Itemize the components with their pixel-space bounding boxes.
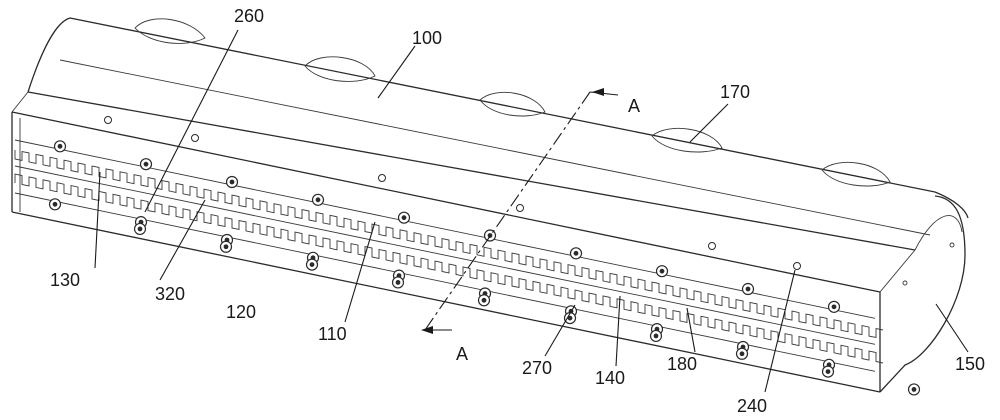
center-rail [14, 165, 876, 345]
end-cap [879, 195, 966, 393]
label-140: 140 [595, 368, 625, 388]
bolt-upper-head [143, 161, 149, 167]
label-260: 260 [234, 6, 264, 26]
front-plate [11, 91, 916, 393]
label-170: 170 [720, 82, 750, 102]
section-label-top: A [628, 96, 640, 116]
comb-strip-upper [14, 150, 884, 339]
bolt-lower-offset-head [137, 226, 143, 232]
label-180: 180 [667, 354, 697, 374]
bolt-lower-offset-head [481, 297, 487, 303]
label-110: 110 [318, 324, 347, 344]
bolt-upper-head [745, 286, 751, 292]
bolt-lower-offset-head [653, 333, 659, 339]
bolt-array [48, 116, 921, 396]
screw-hole [793, 262, 801, 270]
label-100: 100 [412, 28, 442, 48]
comb-strips [14, 139, 884, 372]
label-270: 270 [522, 358, 552, 378]
screw-hole [378, 174, 386, 182]
leader-lines [94, 29, 969, 393]
bolt-upper-head [401, 215, 407, 221]
bolt-lower-offset-head [825, 369, 831, 374]
screw-hole [191, 134, 199, 142]
label-150: 150 [955, 354, 985, 374]
bolt-upper-head [315, 197, 321, 203]
bolt-upper-head [831, 304, 837, 310]
bolt-upper-head [659, 268, 665, 274]
section-line [421, 88, 619, 334]
label-240: 240 [737, 396, 767, 416]
reference-numerals: 260 100 170 130 320 120 110 270 140 180 … [50, 6, 985, 416]
comb-strip-upper-edge [14, 139, 876, 319]
bolt-upper-head [229, 179, 235, 185]
label-120: 120 [226, 302, 256, 322]
bolt-lower-offset-head [395, 280, 401, 285]
top-cover [27, 17, 969, 251]
bolt-upper-head [573, 250, 579, 256]
bolt-lower-offset-head [223, 244, 229, 250]
bolt-upper-head [487, 233, 493, 238]
bolt-lower-offset-head [911, 387, 917, 392]
cover-lobes [134, 18, 891, 187]
label-130: 130 [50, 270, 80, 290]
section-label-bottom: A [456, 344, 468, 364]
label-320: 320 [155, 284, 185, 304]
bolt-upper-head [57, 143, 63, 149]
screw-hole [708, 242, 716, 250]
bolt-lower-offset-head [567, 315, 573, 321]
screw-hole [104, 116, 112, 124]
screw-hole [516, 204, 524, 212]
comb-strip-lower [14, 173, 884, 364]
bolt-lower-offset-head [309, 262, 315, 267]
comb-strip-lower-edge [14, 192, 876, 372]
bolt-lower-offset-head [739, 351, 745, 357]
bolt-lower-head [52, 201, 58, 207]
